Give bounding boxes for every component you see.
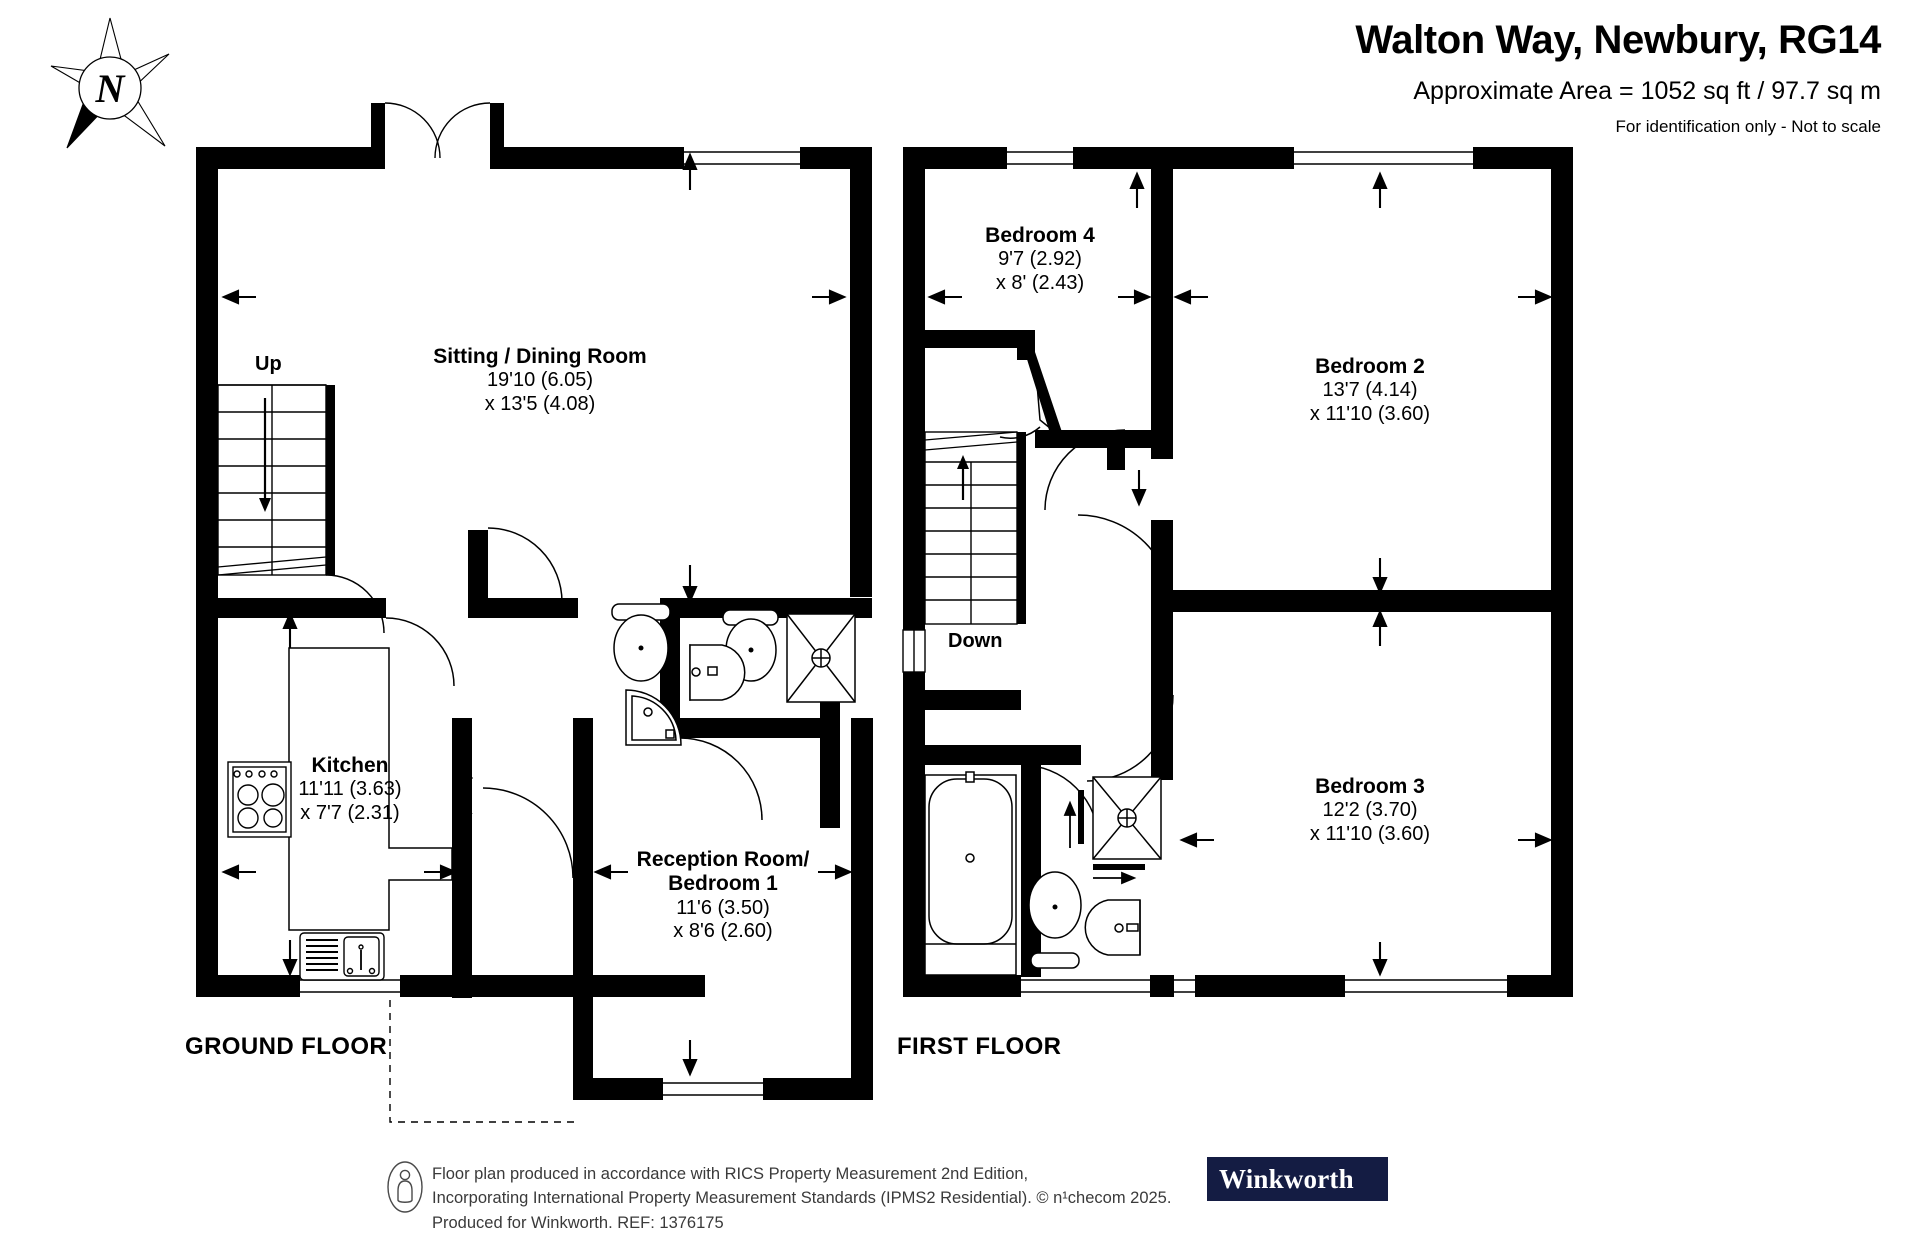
room-dimension-2: x 8' (2.43) bbox=[995, 271, 1085, 294]
floor-caption-ground: GROUND FLOOR bbox=[185, 1033, 388, 1060]
door-swing-reception bbox=[482, 787, 574, 879]
first-floor-walls bbox=[903, 147, 1573, 997]
shower-door-arrows bbox=[1063, 800, 1137, 885]
winkworth-logo-text: Winkworth bbox=[1219, 1164, 1354, 1194]
wc-fixtures bbox=[611, 603, 671, 682]
stair-label-down: Down bbox=[948, 630, 1003, 652]
approximate-area: Approximate Area = 1052 sq ft / 97.7 sq … bbox=[1413, 77, 1881, 105]
first-floor-interior-walls bbox=[903, 169, 1551, 977]
room-name: Bedroom 2 bbox=[1315, 355, 1425, 378]
bathroom-toilet bbox=[1028, 871, 1082, 969]
room-name-secondary: Bedroom 1 bbox=[668, 872, 778, 896]
page-title: Walton Way, Newbury, RG14 bbox=[1355, 18, 1881, 62]
room-dimension-2: x 8'6 (2.60) bbox=[673, 919, 773, 942]
ground-dimension-arrows bbox=[221, 152, 853, 1077]
kitchen-units bbox=[288, 647, 453, 931]
room-name: Bedroom 4 bbox=[985, 224, 1095, 247]
person-standards-icon bbox=[386, 1160, 424, 1214]
kitchen-sink-icon bbox=[299, 932, 385, 981]
bathroom-basin bbox=[1084, 899, 1141, 956]
stair-label-up: Up bbox=[255, 353, 282, 375]
room-dimension-1: 19'10 (6.05) bbox=[486, 369, 594, 392]
room-dimension-1: 11'6 (3.50) bbox=[676, 896, 770, 919]
shower-tray bbox=[786, 613, 856, 703]
bath-tub bbox=[924, 771, 1017, 976]
door-swing-shower bbox=[679, 737, 763, 821]
room-dimension-1: 12'2 (3.70) bbox=[1322, 799, 1418, 822]
footer-line-1: Floor plan produced in accordance with R… bbox=[432, 1165, 1029, 1183]
room-name: Bedroom 3 bbox=[1315, 775, 1425, 798]
french-door-swing bbox=[384, 102, 491, 159]
identification-note: For identification only - Not to scale bbox=[1615, 117, 1881, 136]
shower-room-basin bbox=[689, 644, 746, 701]
room-label-bedroom-4: Bedroom 4 9'7 (2.92) x 8' (2.43) bbox=[985, 224, 1095, 295]
first-floor-windows bbox=[1007, 147, 1507, 997]
room-dimension-2: x 7'7 (2.31) bbox=[300, 801, 400, 824]
rics-footer-text: Floor plan produced in accordance with R… bbox=[432, 1162, 1171, 1235]
ground-floor-stairs bbox=[217, 384, 335, 576]
door-swing-hall-sitting bbox=[325, 574, 385, 634]
compass-north-letter: N bbox=[95, 66, 127, 111]
room-label-bedroom-2: Bedroom 2 13'7 (4.14) x 11'10 (3.60) bbox=[1310, 355, 1430, 426]
room-label-kitchen: Kitchen 11'11 (3.63) x 7'7 (2.31) bbox=[298, 754, 401, 825]
shower-screen bbox=[1078, 790, 1145, 870]
door-swing-kitchen bbox=[385, 617, 455, 687]
room-label-sitting-dining-room: Sitting / Dining Room 19'10 (6.05) x 13'… bbox=[433, 345, 646, 416]
kitchen-hob-icon bbox=[227, 761, 292, 838]
opening-squiggle bbox=[454, 759, 473, 815]
first-floor-plan bbox=[902, 147, 1573, 997]
room-label-bedroom-3: Bedroom 3 12'2 (3.70) x 11'10 (3.60) bbox=[1310, 775, 1430, 846]
porch-dashed-outline bbox=[389, 1000, 578, 1123]
first-floor-shower-tray bbox=[1092, 776, 1162, 860]
wc-corner-basin bbox=[625, 689, 682, 746]
room-dimension-1: 11'11 (3.63) bbox=[298, 778, 402, 801]
winkworth-logo: Winkworth bbox=[1207, 1157, 1388, 1201]
room-label-reception-room-bedroom-1: Reception Room/ Bedroom 1 11'6 (3.50) x … bbox=[637, 848, 810, 943]
room-dimension-1: 9'7 (2.92) bbox=[998, 248, 1082, 271]
room-name: Sitting / Dining Room bbox=[433, 345, 647, 368]
ground-floor-interior-walls bbox=[196, 530, 873, 1100]
reception-window bbox=[663, 1078, 763, 1100]
bedroom4-door-leaf bbox=[1026, 352, 1064, 443]
first-floor-stairs bbox=[902, 431, 1026, 673]
first-dimension-arrows bbox=[927, 171, 1553, 977]
footer-line-2: Incorporating International Property Mea… bbox=[432, 1189, 1172, 1208]
room-name: Reception Room/ bbox=[636, 848, 810, 871]
room-dimension-2: x 11'10 (3.60) bbox=[1309, 822, 1431, 845]
room-dimension-1: 13'7 (4.14) bbox=[1322, 379, 1418, 402]
compass-rose: N bbox=[45, 12, 175, 162]
room-dimension-2: x 13'5 (4.08) bbox=[484, 392, 596, 415]
door-swing-wc bbox=[487, 527, 563, 603]
room-dimension-2: x 11'10 (3.60) bbox=[1309, 402, 1431, 425]
room-name: Kitchen bbox=[311, 754, 389, 777]
floor-caption-first: FIRST FLOOR bbox=[897, 1033, 1062, 1060]
ground-floor-plan bbox=[196, 102, 873, 1123]
footer-line-3: Produced for Winkworth. REF: 1376175 bbox=[432, 1213, 724, 1232]
